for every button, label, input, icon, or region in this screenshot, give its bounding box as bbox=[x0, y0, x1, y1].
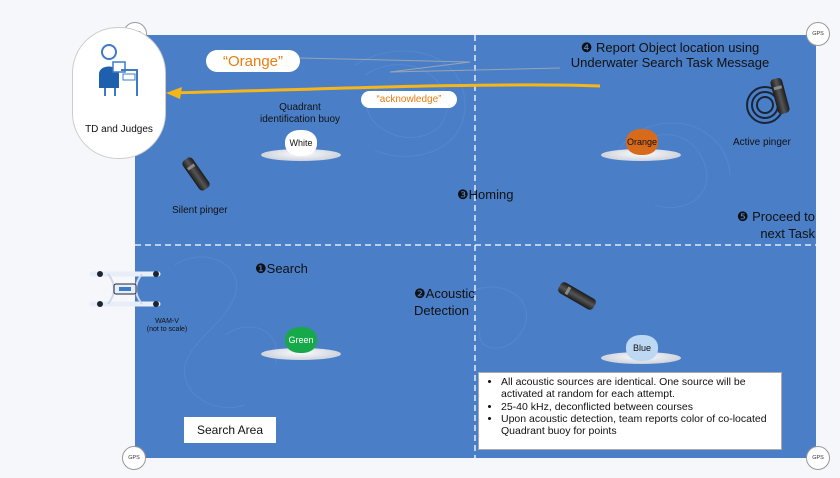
judges-label: TD and Judges bbox=[85, 124, 153, 135]
orange-buoy-base bbox=[601, 149, 681, 161]
wamv-name: WAM-V bbox=[155, 318, 179, 325]
step-search: ❶Search bbox=[255, 261, 308, 276]
search-area-label: Search Area bbox=[184, 417, 276, 443]
field-texture bbox=[135, 35, 816, 458]
search-field bbox=[135, 35, 816, 458]
radio-signal-zigzag bbox=[299, 57, 561, 73]
blue-buoy: Blue bbox=[626, 335, 658, 361]
note-item: Upon acoustic detection, team reports co… bbox=[501, 413, 775, 438]
orange-message: “Orange” bbox=[206, 50, 300, 72]
silent-pinger-label: Silent pinger bbox=[172, 205, 228, 216]
judge-desk-icon bbox=[99, 44, 138, 96]
notes-box: All acoustic sources are identical. One … bbox=[478, 372, 782, 450]
green-buoy-base bbox=[261, 348, 341, 360]
orange-buoy: Orange bbox=[626, 129, 658, 155]
wamv-label: WAM-V (not to scale) bbox=[147, 318, 187, 334]
step-report-location: ❹ Report Object location using Underwate… bbox=[570, 40, 770, 70]
active-pinger-label: Active pinger bbox=[733, 137, 791, 148]
acknowledge-message: “acknowledge” bbox=[361, 91, 457, 108]
judges-station: TD and Judges bbox=[72, 27, 166, 159]
step-homing: ❸Homing bbox=[457, 187, 514, 202]
quadrant-buoy-label: Quadrant identification buoy bbox=[259, 102, 341, 125]
note-item: 25-40 kHz, deconflicted between courses bbox=[501, 401, 775, 413]
white-buoy: White bbox=[285, 130, 317, 156]
step-acoustic-detection: ❷Acoustic Detection bbox=[414, 286, 475, 318]
gps-marker-top-right: GPS bbox=[806, 22, 830, 46]
green-buoy: Green bbox=[285, 327, 317, 353]
wamv-scale-note: (not to scale) bbox=[146, 326, 188, 333]
notes-list: All acoustic sources are identical. One … bbox=[487, 376, 775, 437]
note-item: All acoustic sources are identical. One … bbox=[501, 376, 775, 401]
gps-marker-bottom-right: GPS bbox=[806, 446, 830, 470]
step-proceed: ❺ Proceed to next Task bbox=[736, 209, 815, 241]
wamv-icon bbox=[89, 271, 161, 307]
gps-marker-bottom-left: GPS bbox=[122, 446, 146, 470]
